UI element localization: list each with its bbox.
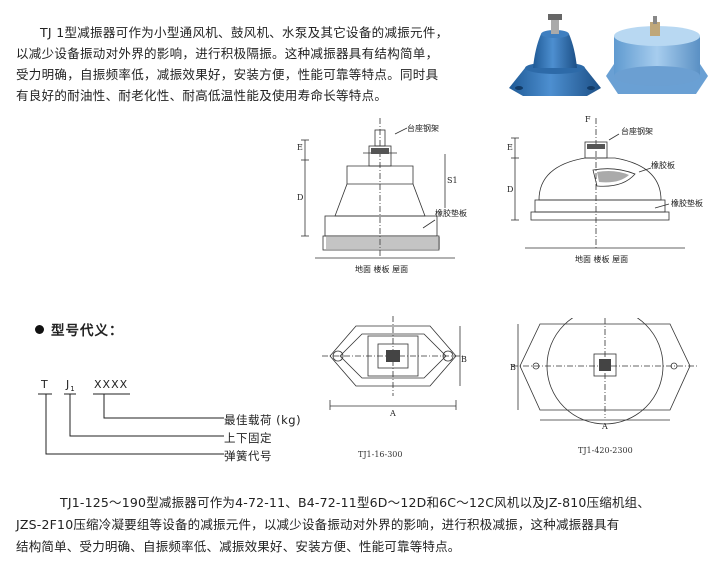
intro-paragraph: TJ 1型减振器可作为小型通风机、鼓风机、水泵及其它设备的减振元件， 以减少设备…	[16, 22, 496, 106]
label-floor: 地面 楼板 屋面	[355, 264, 408, 274]
plan-view-right: A B	[510, 318, 698, 430]
legend-load: 最佳载荷 (kg)	[224, 413, 302, 427]
dim-b-label: B	[510, 363, 516, 372]
dim-f-label: F	[585, 115, 591, 124]
label-rubber: 橡胶板	[651, 160, 675, 170]
dim-s1-label: S1	[447, 176, 458, 185]
plan-view-left: A B	[322, 316, 467, 418]
bottom-line: JZS-2F10压缩冷凝要组等设备的减振元件，以减少设备振动对外界的影响，进行积…	[16, 517, 620, 532]
bottom-paragraph: TJ1-125～190型减振器可作为4-72-11、B4-72-11型6D～12…	[16, 492, 716, 558]
label-rubber-pad: 橡胶垫板	[671, 198, 703, 208]
elevation-drawing-left: E D S1 台座钢架 橡胶垫板 地面 楼板 屋面	[297, 118, 467, 274]
dim-e-label: E	[507, 143, 513, 152]
legend-fixing: 上下固定	[224, 431, 272, 445]
dim-a-label: A	[601, 422, 608, 430]
label-rubber-pad: 橡胶垫板	[435, 208, 467, 218]
dim-d-label: D	[297, 193, 303, 202]
code-j: J1	[66, 378, 76, 394]
plan-right-caption: TJ1-420-2300	[578, 446, 633, 455]
label-frame: 台座钢架	[407, 123, 439, 133]
legend-spring: 弹簧代号	[224, 449, 272, 463]
dim-b-label: B	[461, 355, 467, 364]
intro-line: TJ 1型减振器可作为小型通风机、鼓风机、水泵及其它设备的减振元件，	[40, 25, 449, 40]
code-t: T	[41, 378, 49, 391]
bullet-icon	[35, 325, 44, 334]
product-photo-drum	[606, 16, 708, 94]
model-title: 型号代义：	[35, 319, 124, 339]
label-frame: 台座钢架	[621, 126, 653, 136]
intro-line: 有良好的耐油性、耐老化性、耐高低温性能及使用寿命长等特点。	[16, 88, 388, 103]
dim-e-label: E	[297, 143, 303, 152]
intro-line: 受力明确，自振频率低，减振效果好，安装方便，性能可靠等特点。同时具	[16, 67, 439, 82]
bottom-line: 结构简单、受力明确、自振频率低、减振效果好、安装方便、性能可靠等特点。	[16, 539, 461, 554]
model-leader-lines	[38, 393, 224, 455]
plan-left-caption: TJ1-16-300	[358, 450, 403, 459]
intro-line: 以减少设备振动对外界的影响，进行积极隔振。这种减振器具有结构简单，	[16, 46, 439, 61]
label-floor: 地面 楼板 屋面	[575, 254, 628, 264]
dim-a-label: A	[389, 409, 396, 418]
elevation-drawing-right: F E D 台座钢架 橡胶板 橡胶垫板 地面 楼板 屋面	[507, 115, 703, 264]
dim-d-label: D	[507, 185, 513, 194]
bottom-line: TJ1-125～190型减振器可作为4-72-11、B4-72-11型6D～12…	[60, 495, 651, 510]
product-photo-cone	[509, 14, 601, 96]
code-xxxx: XXXX	[94, 378, 129, 391]
